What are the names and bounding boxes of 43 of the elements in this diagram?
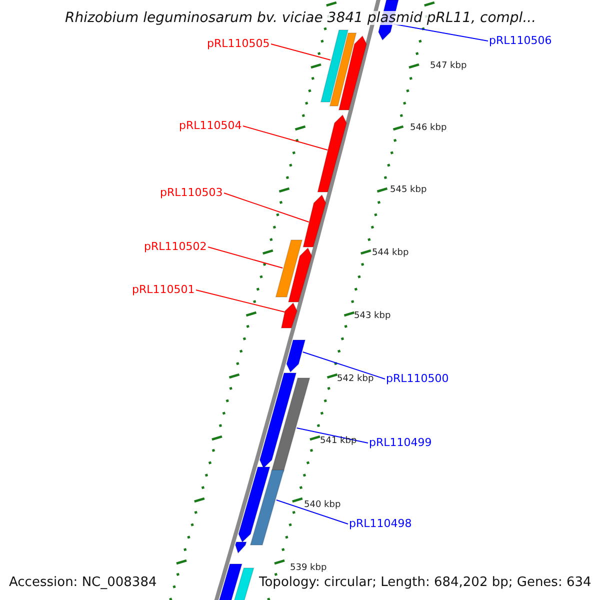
tick-label: 546 kbp <box>410 124 447 133</box>
gene-block <box>259 372 297 469</box>
gene-label: pRL110503 <box>160 187 223 198</box>
leader-line <box>208 246 284 268</box>
title: Rhizobium leguminosarum bv. viciae 3841 plasmid pRL11, compl... <box>65 11 536 25</box>
gene-label: pRL110501 <box>132 284 195 295</box>
leader-line <box>224 192 310 222</box>
gene-bar <box>250 470 285 546</box>
gene-bar <box>329 32 357 106</box>
leader-line <box>196 290 286 312</box>
gene-label: pRL110506 <box>489 35 552 46</box>
gene-label: pRL110499 <box>369 437 432 448</box>
gene-block <box>280 302 298 328</box>
leader-line <box>270 44 331 60</box>
gene-bar <box>270 378 310 472</box>
leader-line <box>302 352 386 380</box>
gene-label: pRL110498 <box>349 518 412 529</box>
gene-block <box>286 340 306 373</box>
tick-label: 545 kbp <box>390 186 427 195</box>
gene-block <box>238 466 270 543</box>
tick-label: 544 kbp <box>372 249 409 258</box>
gene-label: pRL110504 <box>179 120 242 131</box>
leader-line <box>242 126 328 150</box>
gene-block <box>288 247 312 302</box>
gene-bar <box>320 30 349 102</box>
gene-block <box>338 35 368 110</box>
gene-label: pRL110505 <box>207 38 270 49</box>
tick-label: 540 kbp <box>304 501 341 510</box>
tick-label: 539 kbp <box>290 564 327 573</box>
gene-bar <box>275 240 303 298</box>
gene-label: pRL110502 <box>144 241 207 252</box>
gene-block <box>317 114 348 192</box>
tick-label: 542 kbp <box>337 375 374 384</box>
leader-line <box>276 500 348 524</box>
gene-block <box>234 542 247 554</box>
tick-label: 541 kbp <box>320 437 357 446</box>
summary-text: Topology: circular; Length: 684,202 bp; Genes: 634 <box>259 576 592 589</box>
accession-text: Accession: NC_008384 <box>9 576 157 589</box>
gene-label: pRL110500 <box>386 373 449 384</box>
tick-label: 543 kbp <box>354 312 391 321</box>
tick-label: 547 kbp <box>430 62 467 71</box>
leader-line <box>296 428 368 444</box>
gene-block <box>302 194 326 248</box>
